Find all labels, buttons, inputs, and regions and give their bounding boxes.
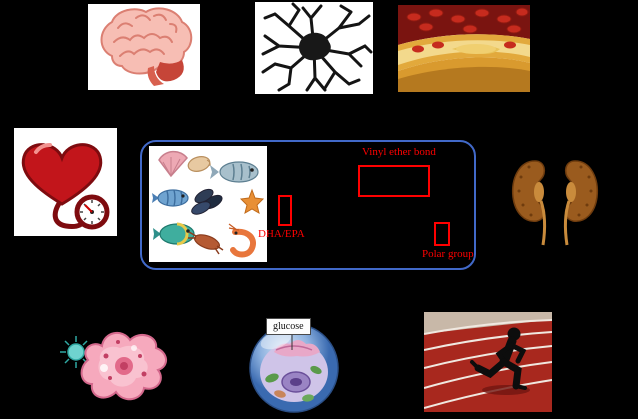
heart-blood-pressure-image xyxy=(14,128,117,236)
runner-track-image xyxy=(424,312,552,412)
fish-icon xyxy=(210,161,259,183)
vinyl-ether-bond-highlight-box xyxy=(358,165,430,197)
kidneys-image xyxy=(505,153,605,251)
kidneys-icon xyxy=(511,160,599,246)
teal-fish-icon xyxy=(153,222,195,246)
vinyl-ether-bond-label: Vinyl ether bond xyxy=(362,146,436,158)
glucose-label: glucose xyxy=(266,318,311,335)
plant-cell-icon xyxy=(249,323,339,413)
amoeba-icon xyxy=(60,331,167,401)
starfish-icon xyxy=(239,188,265,215)
plant-cell-glucose-image: glucose xyxy=(238,310,350,415)
dha-epa-highlight-box xyxy=(278,195,292,226)
shrimp-icon xyxy=(228,223,256,258)
brain-image xyxy=(88,4,200,90)
mussels-icon xyxy=(191,188,223,215)
dha-epa-plasmalogen-structure-box: DHA/EPA Vinyl ether bond Polar group xyxy=(140,140,476,270)
seafood-icon xyxy=(149,146,267,262)
brain-icon xyxy=(88,4,200,90)
heart-blood-pressure-icon xyxy=(14,128,117,236)
polar-group-label: Polar group xyxy=(422,248,474,260)
conch-shell-icon xyxy=(187,156,211,172)
crayfish-icon xyxy=(188,231,224,255)
runner-track-icon xyxy=(424,312,552,412)
dha-epa-label: DHA/EPA xyxy=(258,228,305,240)
runner-silhouette-icon xyxy=(470,327,527,390)
seafood-image xyxy=(149,146,267,262)
spiky-microbe-icon xyxy=(60,336,92,368)
polar-group-highlight-box xyxy=(434,222,450,246)
scallop-shell-icon xyxy=(158,150,188,178)
artery-atherosclerosis-image xyxy=(398,5,530,92)
neuron-image xyxy=(255,2,373,94)
artery-icon xyxy=(398,5,530,92)
amoeba-cell-image xyxy=(58,312,173,407)
striped-fish-icon xyxy=(152,189,189,207)
neuron-icon xyxy=(255,2,373,94)
